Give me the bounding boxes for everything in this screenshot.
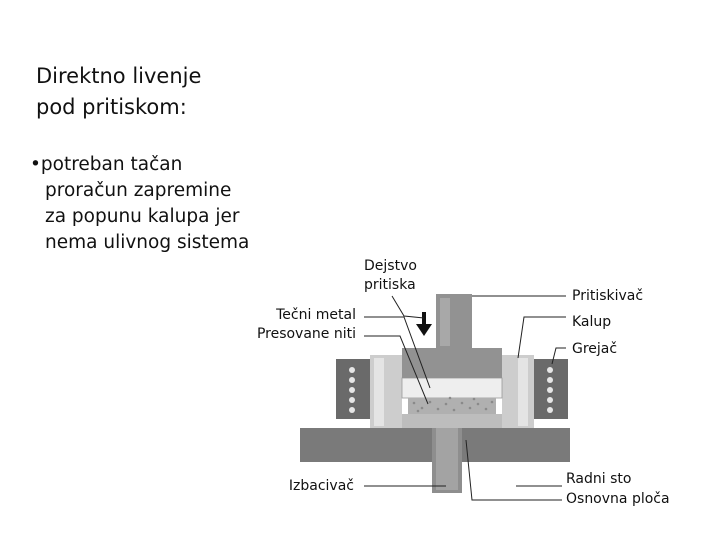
pressure-arrow-icon xyxy=(416,312,432,336)
bullet-line-1: •potreban tačan xyxy=(30,154,183,175)
label-tecni-metal: Tečni metal xyxy=(276,307,356,323)
label-kalup: Kalup xyxy=(572,314,612,330)
label-grejac: Grejač xyxy=(572,341,618,357)
label-izbacivac: Izbacivač xyxy=(288,478,354,494)
leader-grejac xyxy=(551,347,566,365)
title-line-1: Direktno livenje xyxy=(36,64,202,88)
leader-presovane-niti xyxy=(364,335,429,405)
mold-right-highlight xyxy=(518,358,528,426)
label-presovane-niti: Presovane niti xyxy=(256,326,356,342)
title-line-2: pod pritiskom: xyxy=(36,95,187,119)
label-osnovna-ploca: Osnovna ploča xyxy=(566,491,670,507)
leader-dejstvo xyxy=(391,295,425,319)
leader-tecni-metal xyxy=(364,316,431,389)
liquid-metal xyxy=(401,377,503,399)
bullet-line-2: proračun zapremine xyxy=(45,180,232,201)
fiber-texture xyxy=(412,396,494,413)
heater-left-coils xyxy=(349,367,355,413)
ejector-pin-highlight xyxy=(436,422,458,490)
label-dejstvo-line-1: Dejstvo xyxy=(364,258,417,274)
label-dejstvo-line-2: pritiska xyxy=(364,277,416,293)
leader-kalup xyxy=(517,316,566,359)
heater-right-coils xyxy=(547,367,553,413)
bullet-point: •potreban tačan proračun zapremine za po… xyxy=(30,152,290,256)
pressed-fibers xyxy=(408,398,496,414)
punch-head xyxy=(402,348,502,378)
mold-bottom xyxy=(402,414,502,428)
bullet-line-4: nema ulivnog sistema xyxy=(45,232,250,253)
label-dejstvo-pritiska: Dejstvo pritiska xyxy=(364,257,417,295)
slide-title: Direktno livenje pod pritiskom: xyxy=(36,61,336,123)
leader-lines xyxy=(364,295,566,501)
leader-osnovna-ploca xyxy=(465,439,562,501)
bullet-line-3: za popunu kalupa jer xyxy=(45,206,240,227)
punch-stem-highlight xyxy=(440,298,450,346)
label-radni-sto: Radni sto xyxy=(566,471,632,487)
label-pritiskivac: Pritiskivač xyxy=(572,288,644,304)
mold-left-highlight xyxy=(374,358,384,426)
